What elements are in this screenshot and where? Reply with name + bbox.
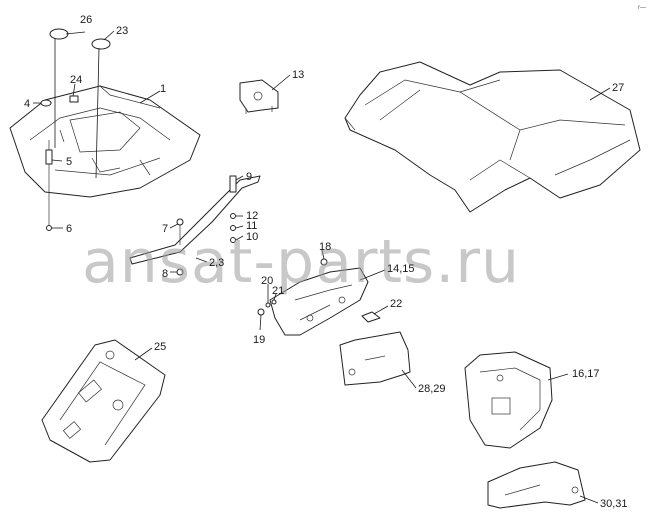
part-28-29-plate — [339, 331, 411, 386]
callout-labels: 1 4 5 6 7 8 9 10 11 12 13 14,15 16,17 18… — [24, 14, 628, 510]
corner-mark: r— — [638, 5, 646, 11]
part-6-nut — [46, 225, 52, 231]
callout-26: 26 — [80, 14, 92, 26]
callout-25: 25 — [154, 341, 166, 353]
callout-23: 23 — [116, 25, 128, 37]
callout-24: 24 — [70, 74, 82, 86]
part-16-17-housing — [464, 351, 553, 449]
callout-11: 11 — [246, 220, 257, 232]
part-7-bolt — [176, 218, 184, 245]
part-26-pad — [49, 28, 69, 40]
part-30-31-bracket — [487, 461, 586, 509]
callout-4: 4 — [24, 98, 30, 110]
callout-2-3: 2,3 — [209, 257, 224, 269]
callout-12: 12 — [246, 210, 258, 222]
callout-9: 9 — [246, 171, 252, 183]
part-14-15-bracket — [269, 267, 369, 336]
leader-lines — [33, 30, 611, 504]
part-25-console — [41, 339, 166, 463]
watermark-text: ansat-parts.ru — [82, 227, 520, 297]
callout-30-31: 30,31 — [600, 498, 628, 510]
part-13-bracket — [239, 79, 279, 114]
callout-1: 1 — [160, 83, 166, 95]
part-1-floor-tray — [9, 85, 201, 198]
callout-22: 22 — [390, 298, 402, 310]
callout-14-15: 14,15 — [387, 263, 415, 275]
callout-18: 18 — [319, 241, 331, 253]
callout-5: 5 — [66, 156, 72, 168]
callout-13: 13 — [292, 69, 304, 81]
callout-27: 27 — [612, 82, 624, 94]
parts-19-21-fasteners — [257, 299, 277, 316]
part-23-pad — [91, 38, 111, 50]
part-22-clip — [361, 311, 381, 323]
callout-16-17: 16,17 — [572, 368, 600, 380]
callout-7: 7 — [162, 223, 168, 235]
part-24-clip — [69, 95, 79, 103]
callout-6: 6 — [66, 223, 72, 235]
part-5-bolt — [45, 140, 53, 190]
part-27-seat — [344, 61, 641, 213]
part-2-3-rod — [129, 175, 261, 265]
part-4-cap — [40, 99, 52, 107]
callout-19: 19 — [253, 334, 265, 346]
callout-28-29: 28,29 — [418, 383, 446, 395]
callout-8: 8 — [162, 268, 168, 280]
callout-10: 10 — [246, 231, 258, 243]
parts-10-12-washers — [230, 213, 236, 243]
callout-20: 20 — [261, 275, 273, 287]
callout-21: 21 — [272, 285, 284, 297]
